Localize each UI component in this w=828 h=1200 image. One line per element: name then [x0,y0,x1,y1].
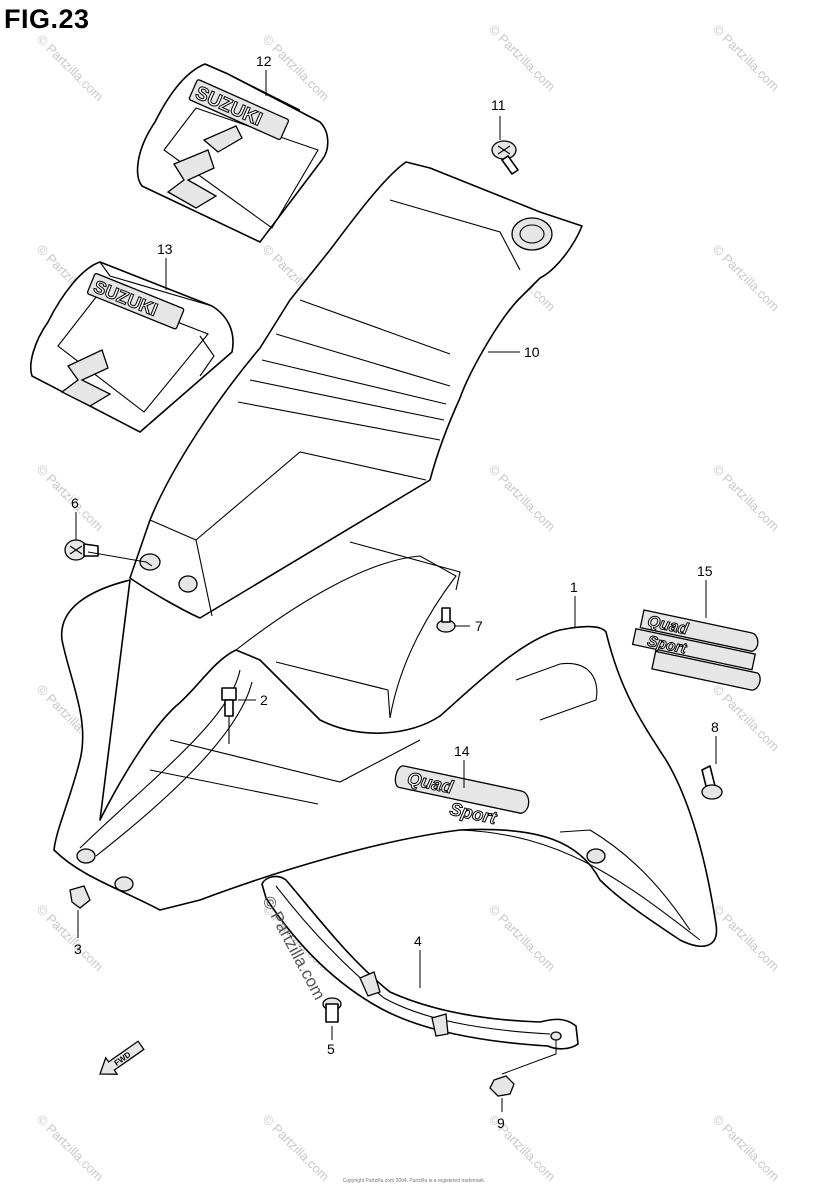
watermark: © Partzilla.com [34,32,107,105]
figure-title: FIG.23 [4,4,90,34]
fastener-9-nut [489,1075,515,1097]
watermark: © Partzilla.com [486,462,559,535]
callout-13: 13 [157,241,173,257]
leader-lines [75,70,717,1112]
callout-14: 14 [454,743,470,759]
watermark: © Partzilla.com [710,902,783,975]
watermark: © Partzilla.com [486,22,559,95]
fastener-7-screw [436,607,456,633]
watermark: © Partzilla.com [710,22,783,95]
suzuki-s-logo [166,149,218,209]
watermark: © Partzilla.com [260,1112,333,1185]
watermark: © Partzilla.com [34,1112,107,1185]
suzuki-s-logo [60,349,112,407]
fastener-8-bolt [701,765,723,800]
fastener-2-bolt [221,687,237,744]
fwd-arrow-icon: FWD [99,1040,145,1075]
fastener-3-nut [69,885,91,909]
callout-3: 3 [74,941,82,957]
callout-labels: 1 2 3 4 5 6 7 8 9 10 11 12 13 14 15 [71,53,719,1131]
footer-copyright: Copyright Partzilla.com 2004. Partzilla … [342,1178,486,1184]
callout-7: 7 [475,618,483,634]
watermark: © Partzilla.com [710,462,783,535]
fastener-6-screw [64,539,99,561]
callout-6: 6 [71,495,79,511]
part-14-decal: Quad Sport [394,765,530,829]
callout-11: 11 [491,97,506,113]
part-4-bracket [261,875,579,1050]
watermark: © Partzilla.com [710,682,783,755]
part-12-decal: SUZUKI [136,63,329,243]
part-1-front-fender [53,541,718,947]
callout-9: 9 [497,1115,505,1131]
fastener-11-screw [491,140,519,175]
watermark: © Partzilla.com [710,1112,783,1185]
callout-15: 15 [697,563,713,579]
callout-10: 10 [524,344,540,360]
watermark: © Partzilla.com [710,242,783,315]
callout-8: 8 [711,719,719,735]
fastener-5-bolt [322,997,342,1023]
part-15-decal: Quad Sport [631,609,761,691]
callout-2: 2 [260,692,268,708]
callout-12: 12 [256,53,272,69]
part-13-decal: SUZUKI [30,261,234,433]
part-10-steering-cover [129,161,583,619]
watermark: © Partzilla.com [486,902,559,975]
callout-1: 1 [570,579,578,595]
watermark: © Partzilla.com [34,902,107,975]
callout-4: 4 [414,933,422,949]
callout-5: 5 [327,1041,335,1057]
